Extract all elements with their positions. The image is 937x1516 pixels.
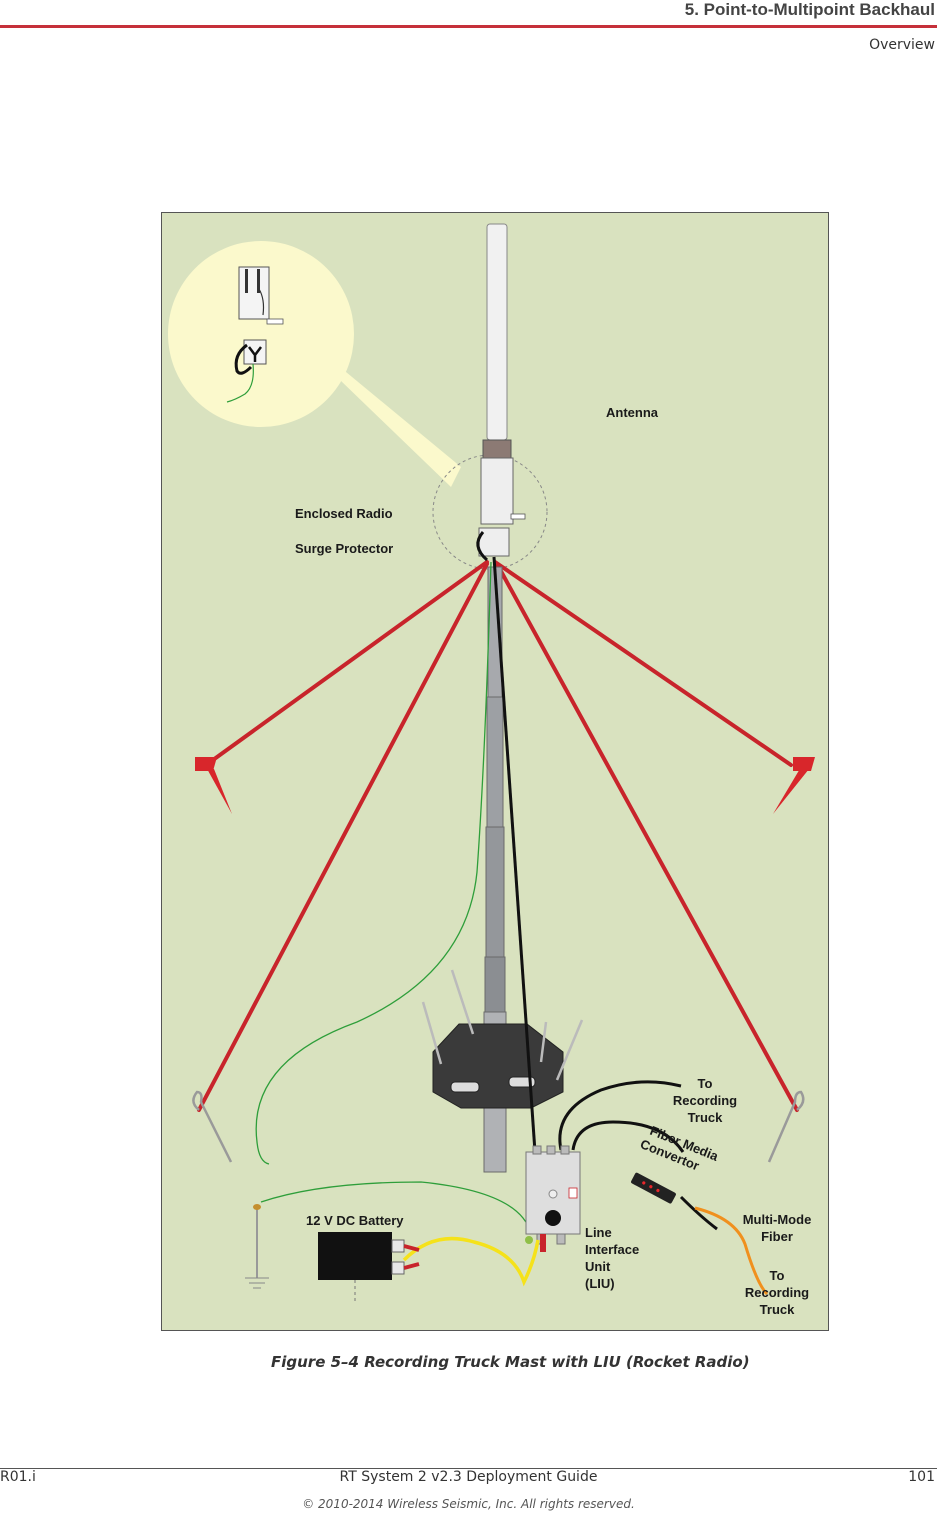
label-enclosed-radio: Enclosed Radio	[295, 506, 393, 521]
hook-left	[192, 1090, 233, 1163]
multi-mode-fiber	[694, 1206, 769, 1296]
stake-left	[195, 757, 232, 814]
label-to-truck-bottom-2: Recording	[745, 1285, 809, 1300]
label-to-truck-top-3: Truck	[688, 1110, 723, 1125]
battery	[318, 1232, 392, 1280]
radio-cable	[492, 556, 537, 1153]
label-to-truck-bottom-3: Truck	[760, 1302, 795, 1317]
battery-cable	[402, 1236, 540, 1287]
zoomed-radio	[226, 266, 284, 403]
label-surge-protector: Surge Protector	[295, 541, 393, 556]
label-liu-4: (LIU)	[585, 1276, 615, 1291]
label-to-truck-top-1: To	[698, 1076, 713, 1091]
label-fiber: Fiber	[761, 1229, 793, 1244]
ground-wire-1	[255, 561, 492, 1165]
guy-wires	[197, 560, 799, 1112]
label-liu-3: Unit	[585, 1259, 611, 1274]
ground-symbol	[245, 1277, 269, 1289]
footer-rule	[0, 1468, 937, 1469]
radio-highlight	[432, 454, 548, 570]
hook-right	[767, 1090, 805, 1163]
chapter-title: 5. Point-to-Multipoint Backhaul	[684, 0, 935, 19]
surge-protector	[478, 527, 510, 557]
footer-copyright: © 2010-2014 Wireless Seismic, Inc. All r…	[302, 1497, 635, 1511]
figure-caption: Figure 5–4 Recording Truck Mast with LIU…	[271, 1353, 750, 1371]
zoom-pointer	[311, 352, 461, 487]
label-battery: 12 V DC Battery	[306, 1213, 404, 1228]
enclosed-radio	[480, 457, 514, 525]
label-to-truck-bottom-1: To	[770, 1268, 785, 1283]
fiber-media-convertor	[631, 1172, 676, 1204]
label-to-truck-top-2: Recording	[673, 1093, 737, 1108]
truck-cable-2	[571, 1120, 685, 1153]
ground-wire-2	[260, 1181, 532, 1235]
truck-cable-1	[558, 1080, 682, 1151]
footer-revision: R01.i	[0, 1469, 36, 1485]
label-liu-1: Line	[585, 1225, 612, 1240]
stake-right	[773, 757, 815, 814]
zoom-bubble	[168, 241, 354, 427]
section-title: Overview	[869, 37, 935, 53]
label-antenna: Antenna	[606, 405, 659, 420]
label-liu-2: Interface	[585, 1242, 639, 1257]
mast-diagram: Antenna Enclosed Radio Surge Protector T…	[161, 212, 829, 1331]
antenna	[486, 223, 508, 441]
base-stakes	[421, 969, 584, 1081]
footer-page-number: 101	[908, 1469, 935, 1485]
footer-document-title: RT System 2 v2.3 Deployment Guide	[339, 1469, 598, 1485]
label-multi-mode: Multi-Mode	[743, 1212, 812, 1227]
header-rule	[0, 25, 937, 28]
